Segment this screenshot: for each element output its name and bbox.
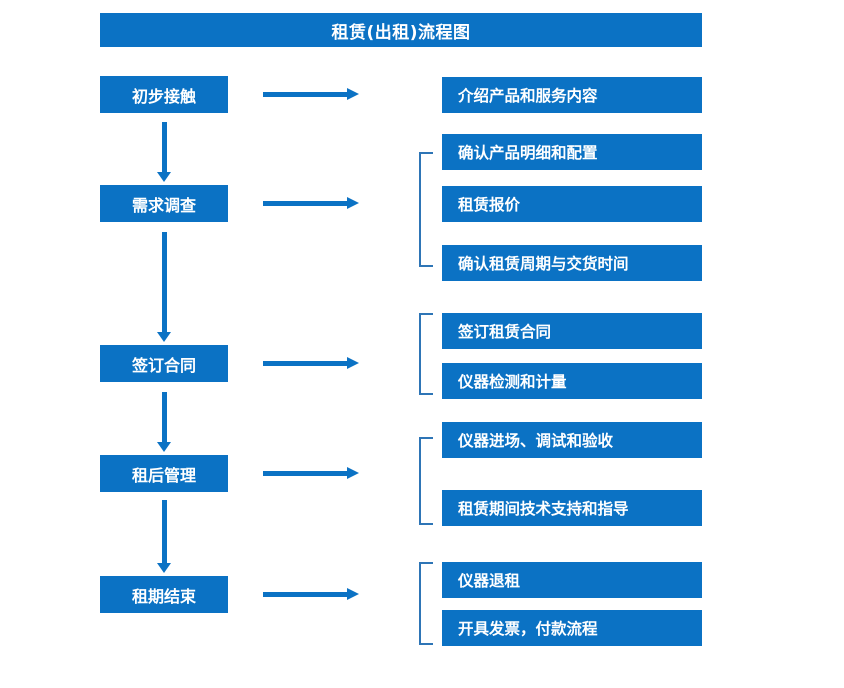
detail-box-confirm-product-spec[interactable]: 确认产品明细和配置 (442, 134, 702, 170)
detail-box-confirm-lease-period[interactable]: 确认租赁周期与交货时间 (442, 245, 702, 281)
down-arrow-head (157, 563, 171, 573)
detail-box-invoice-payment-process[interactable]: 开具发票，付款流程 (442, 610, 702, 646)
right-arrow-head (347, 588, 359, 600)
group-bracket-lease-end (419, 562, 433, 645)
stage-box-lease-end[interactable]: 租期结束 (100, 576, 228, 613)
right-arrow-shaft (263, 361, 347, 366)
right-arrow-head (347, 357, 359, 369)
right-arrow-initial-contact (263, 88, 359, 100)
stage-box-sign-contract[interactable]: 签订合同 (100, 345, 228, 382)
right-arrow-head (347, 88, 359, 100)
right-arrow-shaft (263, 92, 347, 97)
down-arrow-1 (157, 122, 172, 182)
stage-box-post-lease-management[interactable]: 租后管理 (100, 455, 228, 492)
down-arrow-head (157, 442, 171, 452)
down-arrow-shaft (162, 500, 167, 563)
right-arrow-head (347, 197, 359, 209)
detail-box-instrument-return[interactable]: 仪器退租 (442, 562, 702, 598)
right-arrow-post-lease-management (263, 467, 359, 479)
stage-box-initial-contact[interactable]: 初步接触 (100, 76, 228, 113)
down-arrow-4 (157, 500, 172, 573)
detail-box-instrument-onsite-commission[interactable]: 仪器进场、调试和验收 (442, 422, 702, 458)
down-arrow-shaft (162, 392, 167, 442)
down-arrow-head (157, 332, 171, 342)
right-arrow-shaft (263, 592, 347, 597)
right-arrow-shaft (263, 201, 347, 206)
down-arrow-2 (157, 232, 172, 342)
detail-box-tech-support-guidance[interactable]: 租赁期间技术支持和指导 (442, 490, 702, 526)
right-arrow-head (347, 467, 359, 479)
right-arrow-sign-contract (263, 357, 359, 369)
down-arrow-3 (157, 392, 172, 452)
right-arrow-lease-end (263, 588, 359, 600)
group-bracket-sign-contract (419, 313, 433, 395)
detail-box-instrument-inspection[interactable]: 仪器检测和计量 (442, 363, 702, 399)
down-arrow-head (157, 172, 171, 182)
detail-box-intro-products-services[interactable]: 介绍产品和服务内容 (442, 77, 702, 113)
group-bracket-demand-survey (419, 152, 433, 267)
down-arrow-shaft (162, 232, 167, 332)
detail-box-sign-lease-contract[interactable]: 签订租赁合同 (442, 313, 702, 349)
page-title: 租赁(出租)流程图 (331, 22, 471, 43)
right-arrow-demand-survey (263, 197, 359, 209)
detail-box-lease-quotation[interactable]: 租赁报价 (442, 186, 702, 222)
stage-box-demand-survey[interactable]: 需求调查 (100, 185, 228, 222)
chart-title-banner: 租赁(出租)流程图 (100, 13, 702, 47)
right-arrow-shaft (263, 471, 347, 476)
group-bracket-post-lease-management (419, 437, 433, 525)
down-arrow-shaft (162, 122, 167, 172)
